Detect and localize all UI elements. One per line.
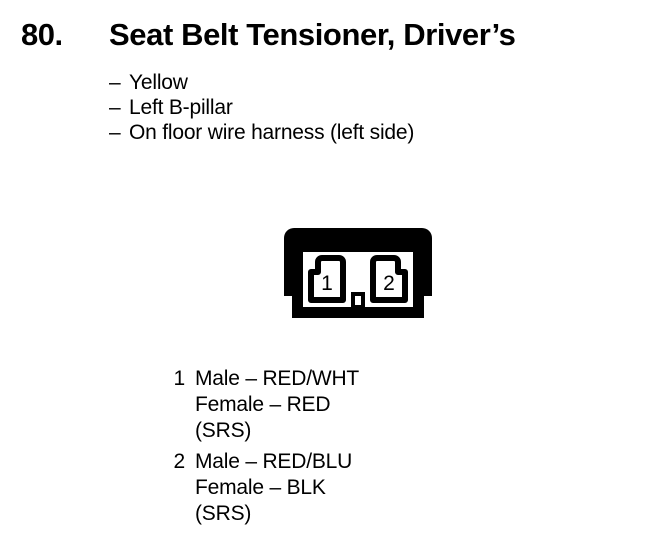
attribute-label: Yellow — [129, 71, 188, 94]
page-header: 80. Seat Belt Tensioner, Driver’s — [0, 17, 672, 57]
pin-male-line: 2 Male – RED/BLU — [160, 449, 560, 475]
pin-female-wire: Female – BLK — [195, 476, 326, 499]
connector-housing-frame — [292, 238, 424, 318]
dash-bullet-icon: – — [109, 121, 121, 144]
connector-outer-shell — [284, 228, 432, 292]
connector-cavity-2 — [370, 255, 408, 303]
connector-face-drawing: 1 2 — [284, 228, 432, 318]
pin-number: 2 — [173, 450, 186, 473]
cavity-number-1: 1 — [321, 272, 333, 295]
pin-male-wire: Male – RED/WHT — [195, 367, 360, 390]
pin-number: 1 — [173, 367, 186, 390]
pin-male-wire: Male – RED/BLU — [195, 450, 353, 473]
item-number: 80. — [21, 17, 63, 52]
attribute-list: –Yellow –Left B-pillar –On floor wire ha… — [109, 70, 609, 145]
pin-male-line: 1 Male – RED/WHT — [160, 366, 560, 392]
dash-bullet-icon: – — [109, 71, 121, 94]
attribute-label: On floor wire harness (left side) — [129, 121, 415, 144]
pin-female-wire: Female – RED — [195, 393, 331, 416]
dash-bullet-icon: – — [109, 96, 121, 119]
attribute-item-location: –Left B-pillar — [109, 95, 609, 120]
attribute-label: Left B-pillar — [129, 96, 233, 119]
page-title: Seat Belt Tensioner, Driver’s — [109, 17, 516, 52]
pin-female-line: Female – BLK — [160, 475, 560, 501]
attribute-item-harness: –On floor wire harness (left side) — [109, 120, 609, 145]
connector-bottom-notch — [351, 292, 365, 309]
connector-right-tab — [421, 284, 432, 296]
connector-left-tab — [284, 284, 295, 296]
pin-female-line: Female – RED — [160, 392, 560, 418]
pin-entry-1: 1 Male – RED/WHT Female – RED (SRS) — [160, 366, 560, 444]
pin-note: (SRS) — [195, 419, 252, 442]
pin-note-line: (SRS) — [160, 501, 560, 527]
attribute-item-color: –Yellow — [109, 70, 609, 95]
pin-note-line: (SRS) — [160, 418, 560, 444]
pin-note: (SRS) — [195, 502, 252, 525]
cavity-number-2: 2 — [383, 272, 395, 295]
connector-diagram: 1 2 — [272, 222, 444, 326]
pin-legend: 1 Male – RED/WHT Female – RED (SRS) 2 Ma… — [160, 366, 560, 532]
pin-entry-2: 2 Male – RED/BLU Female – BLK (SRS) — [160, 449, 560, 527]
connector-cavity-1 — [308, 255, 346, 303]
